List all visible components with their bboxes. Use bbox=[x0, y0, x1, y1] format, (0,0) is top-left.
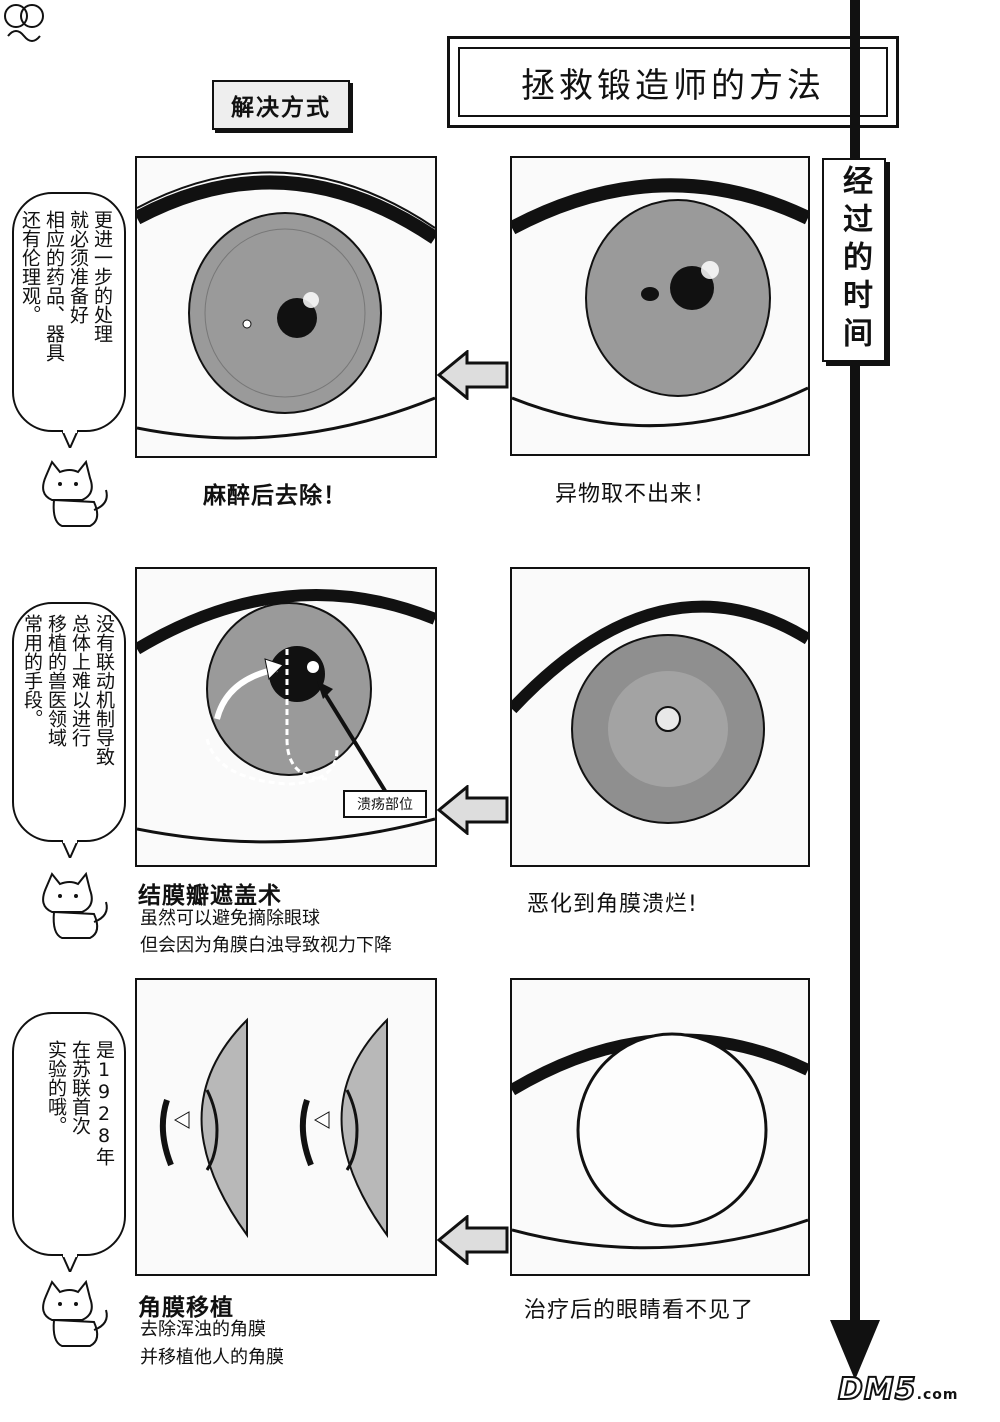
speech-bubble-2 bbox=[12, 602, 126, 842]
cat-icon bbox=[42, 460, 108, 527]
eye-illustration bbox=[137, 589, 435, 844]
solution-sub-3-a: 去除浑浊的角膜 bbox=[140, 1319, 266, 1340]
panel-problem-2 bbox=[510, 567, 810, 867]
panel-solution-1 bbox=[135, 156, 437, 458]
speech-bubble-1 bbox=[12, 192, 126, 432]
watermark-suffix: .com bbox=[916, 1387, 959, 1403]
eye-illustration bbox=[512, 1032, 808, 1250]
page-title: 拯救锻造师的方法 bbox=[458, 47, 888, 117]
timeline-line bbox=[850, 0, 860, 1330]
ulcer-label: 溃疡部位 bbox=[343, 790, 427, 818]
watermark-logo-icon bbox=[4, 4, 44, 42]
bubble-text-1: 更进一步的处理 就必须准备好 相应的药品、器具 还有伦理观。 bbox=[19, 210, 113, 362]
down-arrow-icon bbox=[830, 1320, 880, 1380]
cornea-diagram bbox=[159, 1017, 388, 1239]
solution-caption-3: 角膜移植 bbox=[138, 1295, 234, 1321]
left-arrow-icon bbox=[437, 785, 509, 835]
bubble-text-2: 没有联动机制导致 总体上难以进行 移植的兽医领域 常用的手段。 bbox=[21, 614, 115, 766]
problem-caption-2: 恶化到角膜溃烂! bbox=[527, 892, 698, 917]
bubble-tail bbox=[62, 1254, 78, 1272]
bubble-text-3: 是1928年 在苏联首次 实验的哦。 bbox=[45, 1040, 115, 1166]
left-arrow-icon bbox=[437, 1215, 509, 1265]
method-label: 解决方式 bbox=[212, 80, 350, 130]
solution-caption-1: 麻醉后去除！ bbox=[203, 483, 347, 509]
panel-solution-3 bbox=[135, 978, 437, 1276]
problem-caption-1: 异物取不出来！ bbox=[555, 482, 717, 507]
eye-illustration bbox=[137, 171, 435, 440]
solution-sub-2-b: 但会因为角膜白浊导致视力下降 bbox=[140, 935, 392, 956]
solution-caption-2: 结膜瓣遮盖术 bbox=[138, 883, 282, 909]
cat-icon bbox=[42, 872, 108, 939]
site-watermark: DM5.com bbox=[837, 1371, 959, 1408]
bubble-tail bbox=[62, 840, 78, 858]
problem-caption-3: 治疗后的眼睛看不见了 bbox=[524, 1298, 755, 1323]
panel-solution-2 bbox=[135, 567, 437, 867]
bubble-tail bbox=[62, 430, 78, 448]
title-box: 拯救锻造师的方法 bbox=[447, 36, 899, 128]
watermark-logo: DM5 bbox=[837, 1371, 917, 1408]
time-label: 经过的时间 bbox=[822, 158, 886, 362]
solution-sub-2-a: 虽然可以避免摘除眼球 bbox=[140, 908, 320, 929]
solution-sub-3-b: 并移植他人的角膜 bbox=[140, 1347, 284, 1368]
cat-icon bbox=[42, 1280, 108, 1347]
eye-illustration bbox=[512, 600, 808, 824]
panel-problem-1 bbox=[510, 156, 810, 456]
left-arrow-icon bbox=[437, 350, 509, 400]
panel-problem-3 bbox=[510, 978, 810, 1276]
eye-illustration bbox=[512, 178, 808, 428]
